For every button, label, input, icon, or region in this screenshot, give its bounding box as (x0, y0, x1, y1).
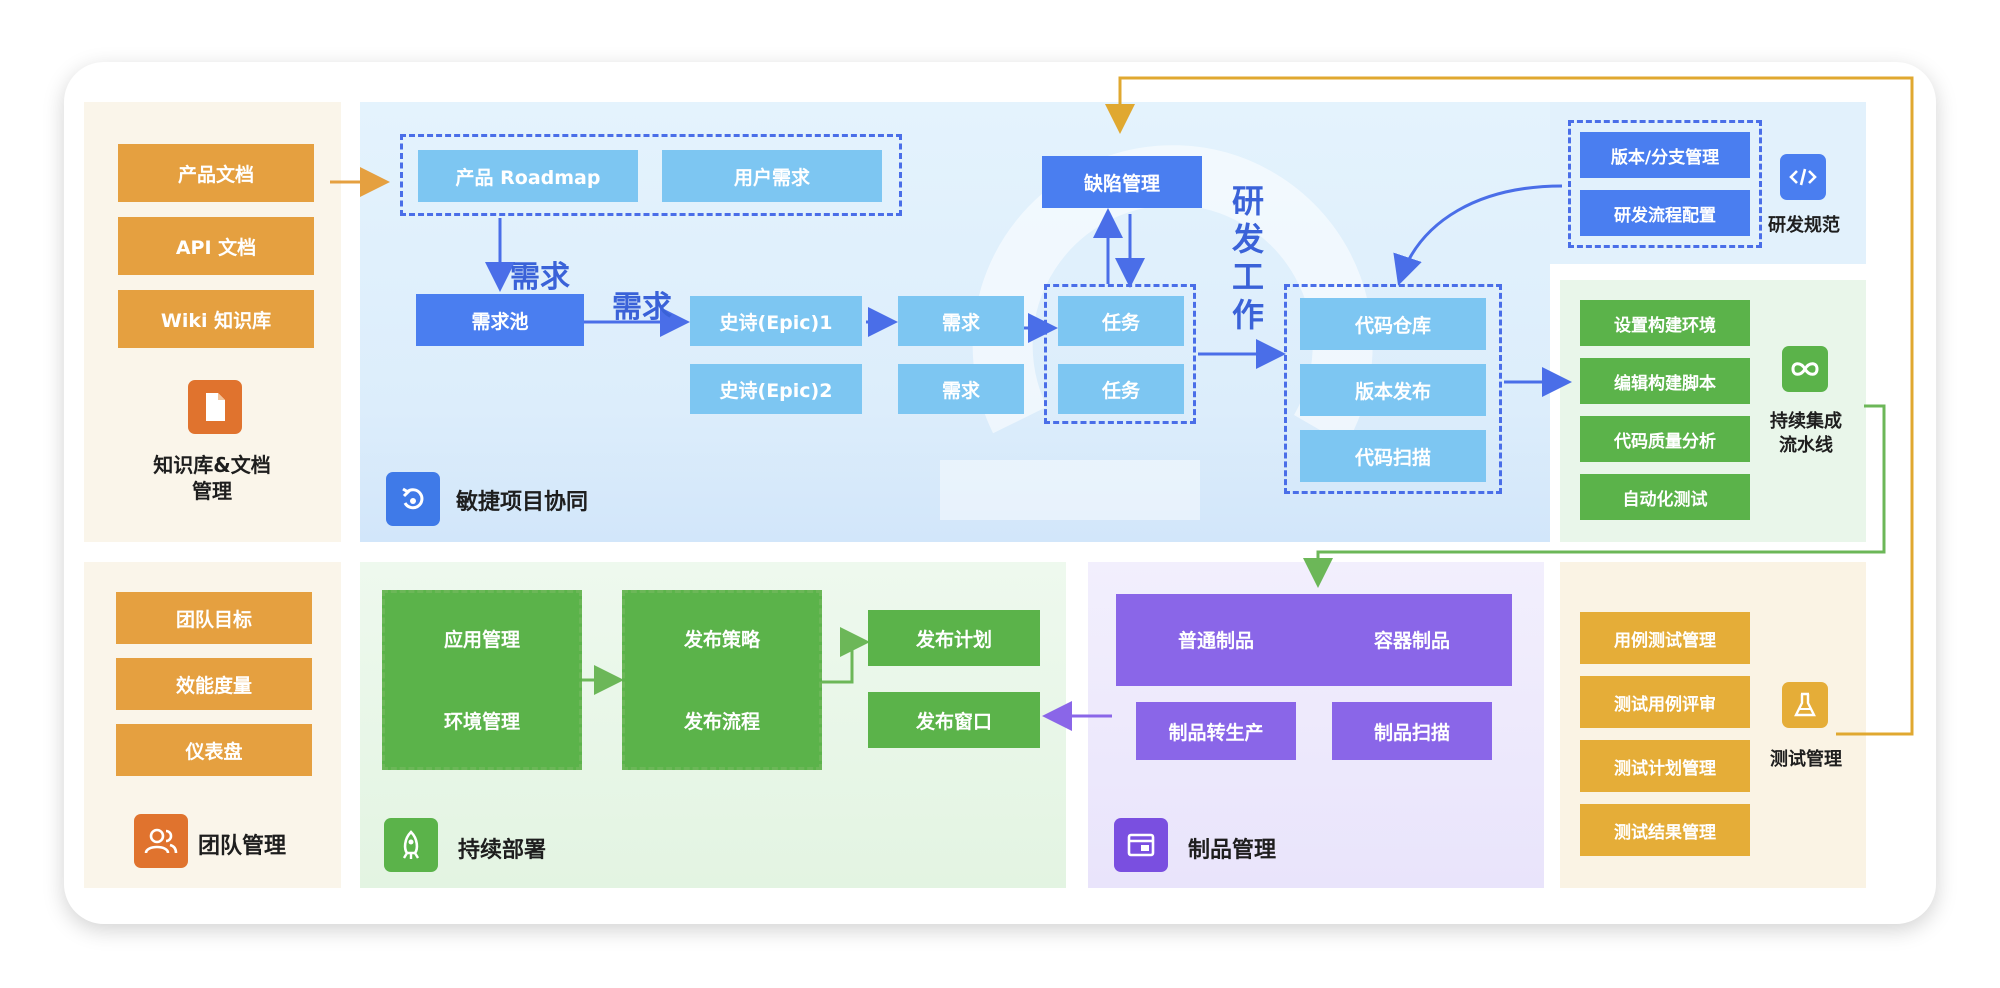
test-title: 测试管理 (1770, 749, 1842, 770)
release-window-box[interactable]: 发布窗口 (868, 692, 1040, 748)
ci-title: 持续集成 流水线 (1770, 411, 1842, 456)
test-plan-box[interactable]: 测试计划管理 (1580, 740, 1750, 792)
team-title: 团队管理 (198, 834, 287, 859)
container-artifact-box[interactable]: 容器制品 (1332, 610, 1492, 668)
code-group (1284, 284, 1502, 494)
agile-title: 敏捷项目协同 (456, 490, 589, 515)
code-quality-box[interactable]: 代码质量分析 (1580, 416, 1750, 462)
auto-test-box[interactable]: 自动化测试 (1580, 474, 1750, 520)
flask-icon (1782, 682, 1828, 728)
user-req-box[interactable]: 用户需求 (662, 150, 882, 202)
req-label-1: 需求 (510, 260, 570, 295)
artifact-scan-box[interactable]: 制品扫描 (1332, 702, 1492, 760)
build-script-box[interactable]: 编辑构建脚本 (1580, 358, 1750, 404)
app-mgmt-box[interactable]: 应用管理 (396, 610, 568, 666)
task-box-a[interactable]: 任务 (1058, 296, 1184, 346)
release-strategy-box[interactable]: 发布策略 (636, 610, 808, 666)
knowledge-title: 知识库&文档 管理 (153, 453, 271, 503)
normal-artifact-box[interactable]: 普通制品 (1136, 610, 1296, 668)
api-docs-box[interactable]: API 文档 (118, 217, 314, 275)
team-goal-box[interactable]: 团队目标 (116, 592, 312, 644)
epic1-box[interactable]: 史诗(Epic)1 (690, 296, 862, 346)
epic2-box[interactable]: 史诗(Epic)2 (690, 364, 862, 414)
dev-spec-title: 研发规范 (1768, 215, 1840, 236)
req-label-2: 需求 (612, 290, 672, 325)
code-icon (1780, 154, 1826, 200)
agile-refresh-icon (386, 472, 440, 526)
release-box[interactable]: 版本发布 (1300, 364, 1486, 416)
infinity-icon (1782, 346, 1828, 392)
users-icon (134, 814, 188, 868)
document-icon (188, 380, 242, 434)
dashboard-box[interactable]: 仪表盘 (116, 724, 312, 776)
test-result-box[interactable]: 测试结果管理 (1580, 804, 1750, 856)
defect-mgmt-box[interactable]: 缺陷管理 (1042, 156, 1202, 208)
code-scan-box[interactable]: 代码扫描 (1300, 430, 1486, 482)
req-box-a[interactable]: 需求 (898, 296, 1024, 346)
task-box-b[interactable]: 任务 (1058, 364, 1184, 414)
deploy-title: 持续部署 (458, 838, 547, 863)
build-env-box[interactable]: 设置构建环境 (1580, 300, 1750, 346)
efficiency-box[interactable]: 效能度量 (116, 658, 312, 710)
dev-spec-group (1568, 120, 1762, 248)
case-test-mgmt-box[interactable]: 用例测试管理 (1580, 612, 1750, 664)
dev-work-label: 研 发 工 作 (1231, 182, 1264, 334)
req-box-b[interactable]: 需求 (898, 364, 1024, 414)
wiki-box[interactable]: Wiki 知识库 (118, 290, 314, 348)
req-pool-box[interactable]: 需求池 (416, 294, 584, 346)
case-review-box[interactable]: 测试用例评审 (1580, 676, 1750, 728)
artifact-window-icon (1114, 818, 1168, 872)
product-docs-box[interactable]: 产品文档 (118, 144, 314, 202)
artifact-to-prod-box[interactable]: 制品转生产 (1136, 702, 1296, 760)
code-repo-box[interactable]: 代码仓库 (1300, 298, 1486, 350)
roadmap-box[interactable]: 产品 Roadmap (418, 150, 638, 202)
branch-mgmt-box[interactable]: 版本/分支管理 (1580, 132, 1750, 178)
dev-flow-config-box[interactable]: 研发流程配置 (1580, 190, 1750, 236)
release-plan-box[interactable]: 发布计划 (868, 610, 1040, 666)
env-mgmt-box[interactable]: 环境管理 (396, 692, 568, 748)
rocket-icon (384, 818, 438, 872)
roadmap-group (400, 134, 902, 216)
release-flow-box[interactable]: 发布流程 (636, 692, 808, 748)
task-group (1044, 284, 1196, 424)
artifact-title: 制品管理 (1188, 838, 1277, 863)
